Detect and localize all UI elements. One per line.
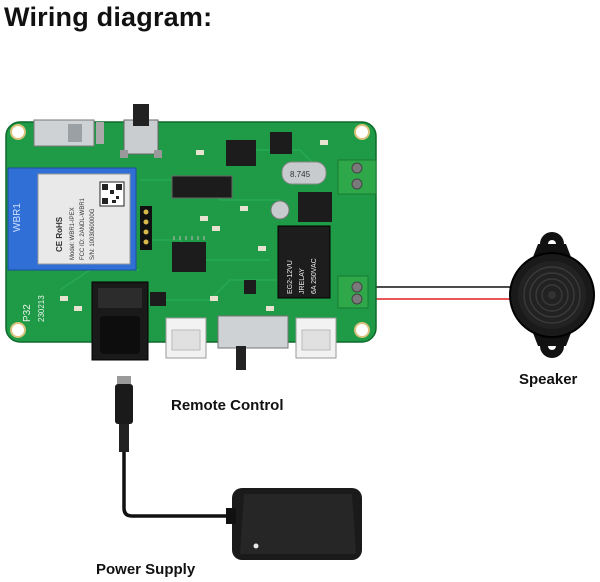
wifi-module: WBR1 CE RoHS Model: WBR1-IPEX FCC ID: 2A… [7, 167, 137, 271]
electrolytic-capacitor [270, 200, 290, 220]
module-text-2: Model: WBR1-IPEX [70, 207, 76, 260]
silk-p32: P32 [22, 304, 33, 322]
connector-right [295, 317, 337, 359]
slide-switch-bottom [217, 315, 289, 370]
relay-text-1: EG2-12VU [287, 260, 294, 294]
ic-chips [150, 132, 332, 306]
remote-control-label: Remote Control [171, 397, 284, 414]
ic-pins [173, 236, 205, 240]
dc-power-jack [91, 281, 149, 361]
relay-text-2: JRELAY [299, 268, 306, 294]
module-text-1: CE RoHS [55, 216, 64, 252]
relay: EG2-12VU JRELAY 6A 250VAC [277, 225, 331, 299]
terminal-block-top [337, 159, 377, 195]
crystal: 8.745 [281, 161, 327, 185]
relay-text-3: 6A 250VAC [311, 258, 318, 294]
module-text-3: FCC ID: 2ANDL-WBR1 [80, 197, 86, 260]
tactile-button [120, 104, 162, 158]
module-text-4: S/N: 1003060000G [90, 208, 96, 260]
speaker [509, 232, 595, 358]
power-plug [115, 376, 133, 452]
pin-header [140, 206, 152, 250]
silk-date: 230213 [37, 295, 46, 322]
qr-code [99, 181, 125, 207]
page-title: Wiring diagram: [4, 2, 213, 32]
module-name: WBR1 [12, 203, 23, 232]
power-cable [122, 452, 236, 518]
connector-left [165, 317, 207, 359]
power-supply-label: Power Supply [96, 561, 196, 578]
terminal-block-speaker [337, 275, 369, 309]
power-adapter [226, 488, 362, 560]
small-switch [171, 175, 233, 199]
speaker-label: Speaker [519, 371, 578, 388]
smd-parts [60, 140, 328, 311]
slide-switch-top [33, 119, 104, 147]
crystal-text: 8.745 [290, 170, 311, 179]
